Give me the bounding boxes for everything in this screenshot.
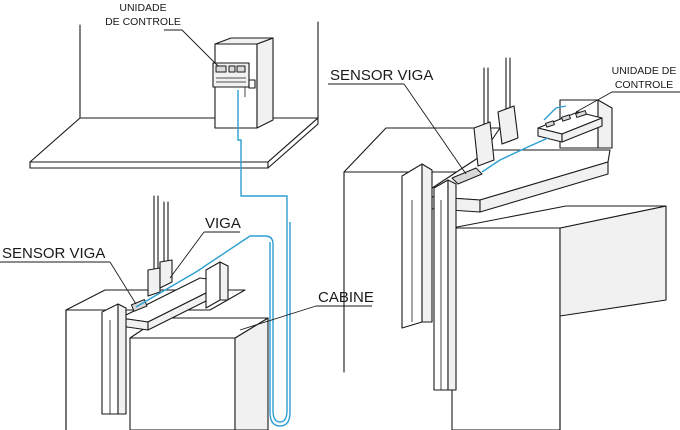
label-control-unit-right-2: CONTROLE — [615, 79, 673, 91]
control-unit-cabinet — [212, 37, 274, 129]
right-cable — [481, 137, 549, 173]
right-car — [451, 205, 667, 430]
machine-room — [29, 21, 319, 169]
right-control-unit — [537, 110, 603, 143]
left-illustration — [29, 21, 319, 430]
label-sensor-viga-left: SENSOR VIGA — [2, 245, 105, 262]
label-cabine: CABINE — [318, 289, 374, 306]
left-car — [65, 261, 269, 430]
label-control-unit-top-2: DE CONTROLE — [105, 16, 181, 28]
right-sensor-assembly — [451, 57, 519, 185]
left-cable — [135, 90, 288, 423]
label-viga: VIGA — [205, 215, 241, 232]
label-control-unit-right-1: UNIDADE DE — [612, 65, 677, 77]
label-sensor-viga-right: SENSOR VIGA — [330, 67, 433, 84]
label-control-unit-top-1: UNIDADE — [119, 2, 166, 14]
right-illustration — [343, 57, 667, 430]
leader-lines — [0, 29, 680, 331]
